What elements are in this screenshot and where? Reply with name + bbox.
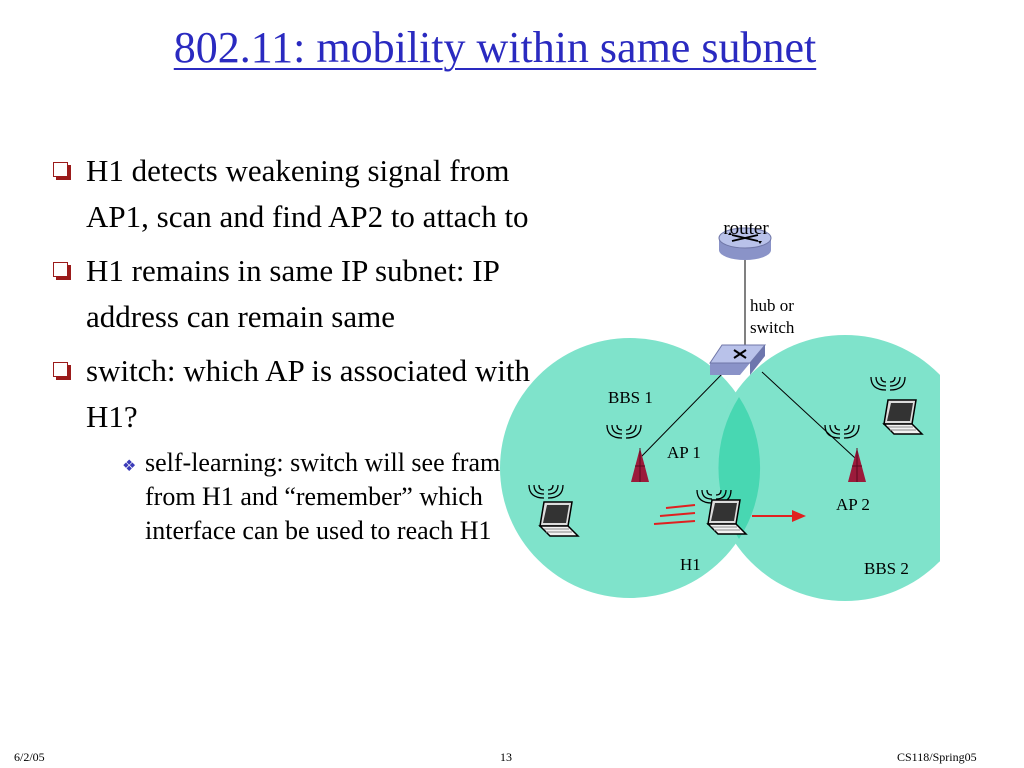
router-icon (718, 227, 772, 260)
switch-icon (709, 344, 767, 375)
ap1-tower-icon (631, 448, 649, 482)
switch-label: switch (750, 318, 795, 337)
router-label: router (723, 218, 769, 239)
footer-page-number: 13 (500, 750, 512, 764)
movement-arrow-icon (752, 510, 806, 522)
bullet-text: H1 detects weakening signal from AP1, sc… (86, 153, 529, 234)
footer-date: 6/2/05 (14, 750, 45, 764)
switch-label: hub or (750, 296, 794, 315)
h1-label: H1 (680, 555, 701, 574)
switch-ap2-link (761, 371, 856, 459)
footer-course: CS118/Spring05 (897, 750, 977, 764)
diamond-bullet-icon: ❖ (122, 458, 137, 475)
bullet-item: switch: which AP is associated with H1? (50, 348, 530, 440)
ap2-label: AP 2 (836, 495, 870, 514)
bullet-box-icon (53, 262, 68, 277)
bullet-text: switch: which AP is associated with H1? (86, 353, 531, 434)
bullet-list: H1 detects weakening signal from AP1, sc… (50, 148, 530, 548)
bullet-text: H1 remains in same IP subnet: IP address… (86, 253, 499, 334)
network-diagram: router hub or switch BBS 1 AP 1 AP 2 BBS… (500, 218, 940, 601)
motion-lines-icon (653, 504, 696, 525)
bullet-box-icon (53, 362, 68, 377)
switch-ap1-link (639, 371, 725, 459)
bbs1-label: BBS 1 (608, 388, 653, 407)
bbs2-label: BBS 2 (864, 559, 909, 578)
bullet-item: H1 detects weakening signal from AP1, sc… (50, 148, 530, 240)
ap1-label: AP 1 (667, 443, 701, 462)
slide-title: 802.11: mobility within same subnet (173, 23, 817, 72)
bbs2-coverage-area (712, 335, 940, 601)
ap2-tower-icon (848, 448, 866, 482)
bullet-box-icon (53, 162, 68, 177)
sub-bullet-item: ❖ self-learning: switch will see frame f… (122, 446, 530, 548)
bullet-item: H1 remains in same IP subnet: IP address… (50, 248, 530, 340)
sub-bullet-text: self-learning: switch will see frame fro… (145, 448, 512, 545)
